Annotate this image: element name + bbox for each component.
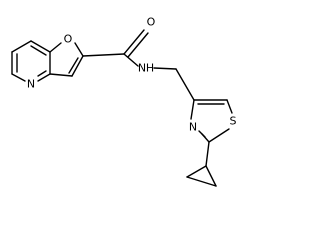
bond (226, 99, 233, 114)
bond (30, 45, 47, 56)
bonds (11, 29, 233, 187)
atom-label-n-pyridine: N (27, 78, 35, 91)
atom-label-o-carbonyl: O (147, 16, 156, 29)
bond (208, 128, 230, 143)
atom-label-n-thiazole: N (189, 121, 197, 134)
bond (11, 73, 26, 82)
bond (30, 40, 51, 53)
bond (123, 53, 139, 67)
bond (186, 165, 207, 178)
chemical-structure-diagram: O O N N H N S (11, 16, 237, 187)
bond (205, 141, 210, 167)
bond (153, 67, 177, 70)
bond (175, 68, 195, 101)
bond (11, 40, 32, 53)
bond (190, 99, 195, 120)
atom-label-h-amide: H (146, 62, 154, 75)
atom-label-s-thiazole: S (230, 115, 237, 128)
atom-labels: O O N N H N S (27, 16, 237, 134)
bond (71, 55, 84, 77)
atom-label-n-amide: N (138, 62, 146, 75)
bond (127, 32, 149, 58)
bond (123, 29, 145, 55)
bond (37, 73, 51, 82)
bond (198, 130, 206, 138)
bond (37, 70, 47, 77)
bond (82, 53, 125, 57)
bond (74, 42, 84, 57)
bond (49, 73, 73, 77)
bond (68, 57, 79, 74)
bond (186, 176, 217, 187)
bond (205, 165, 217, 187)
atom-label-o-furan: O (64, 33, 73, 46)
bond (49, 42, 62, 53)
